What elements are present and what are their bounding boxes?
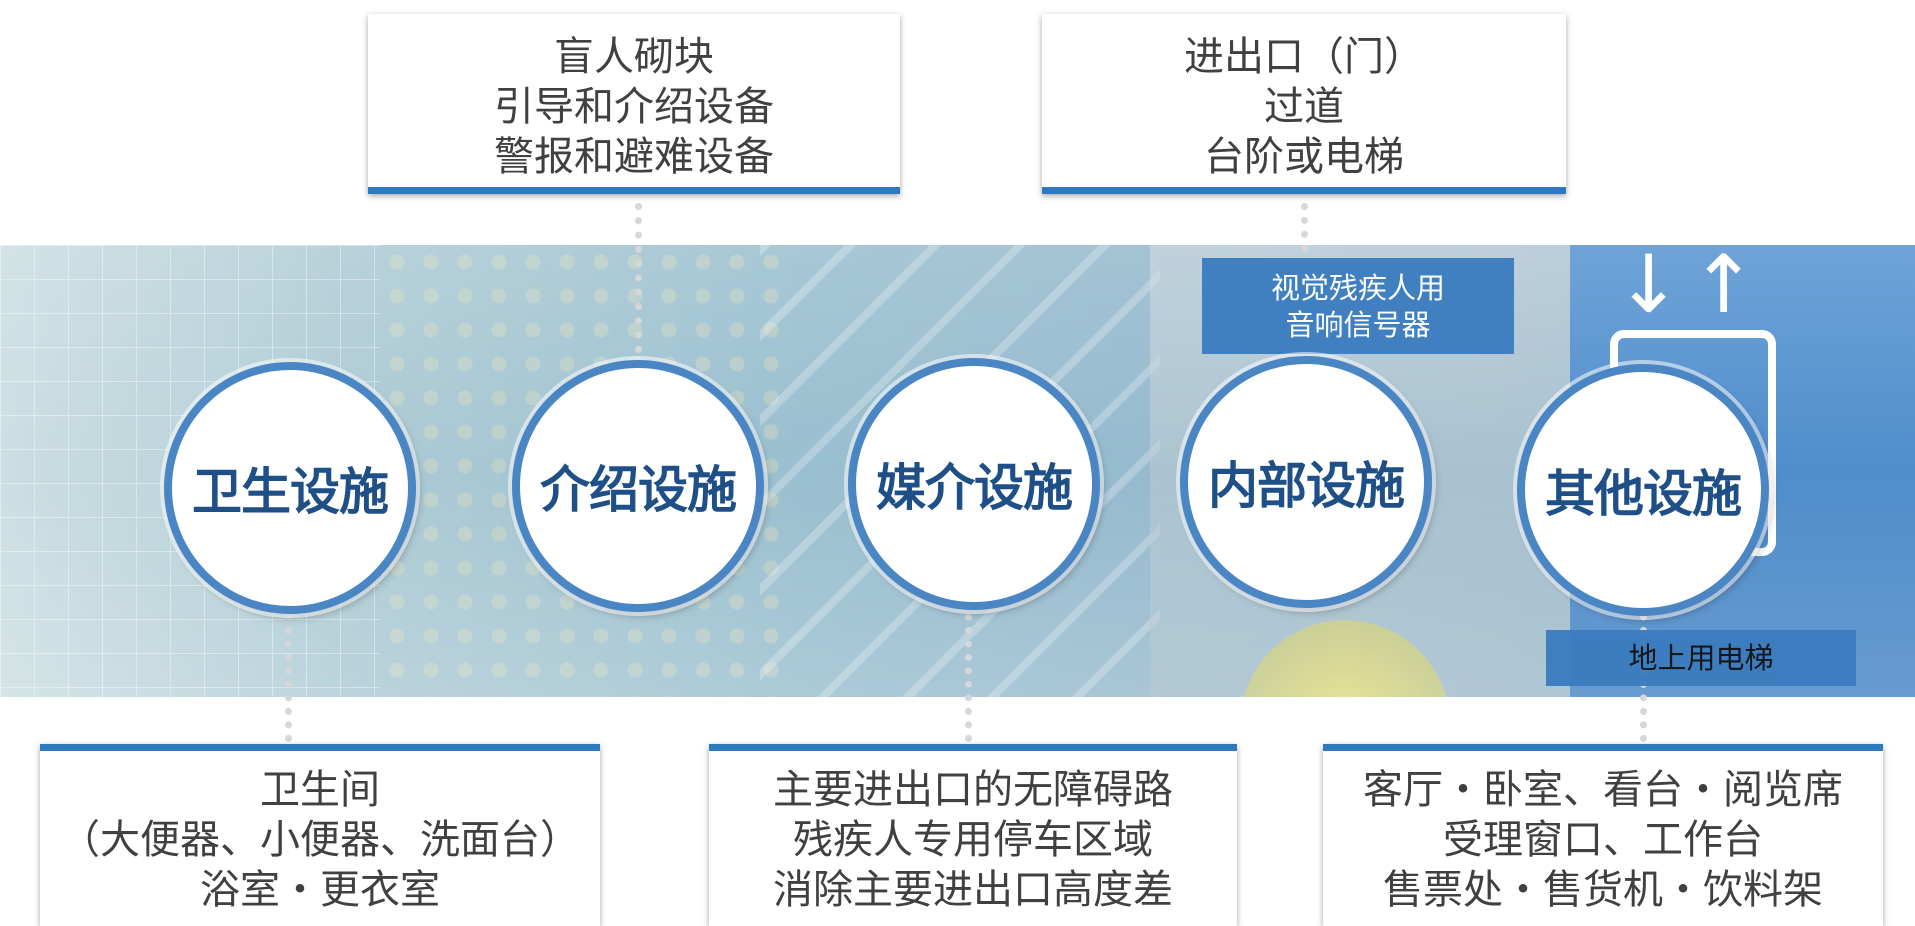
category-label: 其他设施 <box>1545 464 1742 523</box>
box-line: 进出口（门） <box>1184 34 1424 80</box>
box-line: 警报和避难设备 <box>494 134 774 180</box>
box-line: 主要进出口的无障碍路 <box>773 767 1173 813</box>
box-line: 客厅・卧室、看台・阅览席 <box>1363 767 1843 813</box>
bottom-box-sanitary: 卫生间 （大便器、小便器、洗面台） 浴室・更衣室 <box>40 744 600 926</box>
category-circle-other: 其他设施 <box>1517 364 1769 616</box>
category-label: 卫生设施 <box>192 462 389 521</box>
category-circle-access: 媒介设施 <box>848 358 1100 610</box>
box-line: 受理窗口、工作台 <box>1443 817 1763 863</box>
category-label: 介绍设施 <box>540 460 737 519</box>
top-box-guidance: 盲人砌块 引导和介绍设备 警报和避难设备 <box>368 14 900 194</box>
connector-bottom-left <box>285 600 292 742</box>
box-line: 盲人砌块 <box>554 34 714 80</box>
box-line: 残疾人专用停车区域 <box>793 817 1153 863</box>
connector-bottom-middle <box>965 600 972 742</box>
label-line: 音响信号器 <box>1285 308 1431 342</box>
connector-top-left <box>635 203 642 353</box>
category-label: 内部设施 <box>1208 456 1405 515</box>
category-label: 媒介设施 <box>876 458 1073 517</box>
label-audio-signal: 视觉残疾人用 音响信号器 <box>1202 258 1514 354</box>
box-line: 售票处・售货机・饮料架 <box>1383 867 1823 913</box>
top-box-interior: 进出口（门） 过道 台阶或电梯 <box>1042 14 1566 194</box>
category-circle-sanitary: 卫生设施 <box>164 362 416 614</box>
bottom-box-other: 客厅・卧室、看台・阅览席 受理窗口、工作台 售票处・售货机・饮料架 <box>1323 744 1883 926</box>
box-line: 卫生间 <box>260 767 380 813</box>
category-circle-interior: 内部设施 <box>1180 356 1432 608</box>
label-line: 地上用电梯 <box>1628 641 1774 675</box>
category-circle-guidance: 介绍设施 <box>512 360 764 612</box>
down-arrow-icon: ↓ <box>1615 245 1682 325</box>
box-line: 引导和介绍设备 <box>494 84 774 130</box>
up-arrow-icon: ↑ <box>1690 245 1757 325</box>
box-line: 台阶或电梯 <box>1204 134 1404 180</box>
bottom-box-access: 主要进出口的无障碍路 残疾人专用停车区域 消除主要进出口高度差 <box>709 744 1237 926</box>
box-line: 消除主要进出口高度差 <box>773 867 1173 913</box>
box-line: 浴室・更衣室 <box>200 867 440 913</box>
box-line: （大便器、小便器、洗面台） <box>60 817 580 863</box>
box-line: 过道 <box>1264 84 1344 130</box>
label-ground-elevator: 地上用电梯 <box>1546 630 1856 686</box>
label-line: 视觉残疾人用 <box>1270 271 1445 305</box>
